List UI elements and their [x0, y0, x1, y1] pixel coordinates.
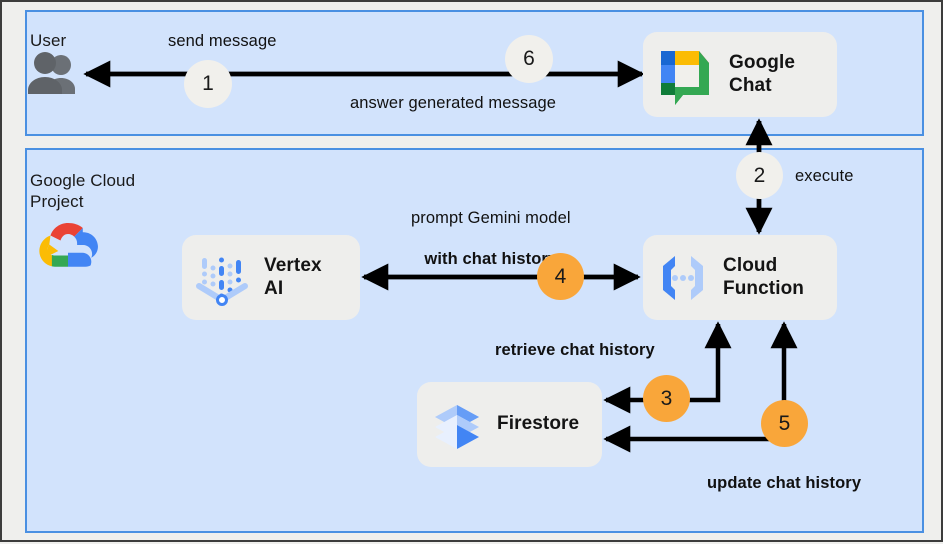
step-badge-6: 6 — [505, 35, 553, 83]
label-retrieve-chat-history: retrieve chat history — [495, 341, 655, 359]
people-icon — [26, 52, 80, 94]
firestore-icon — [429, 397, 485, 453]
zone-user-title: User — [30, 31, 67, 50]
step-badge-4: 4 — [537, 253, 584, 300]
label-send-message: send message — [168, 32, 277, 50]
node-vertex-ai[interactable]: Vertex AI — [182, 235, 360, 320]
label-update-chat-history: update chat history — [707, 474, 862, 492]
node-google-chat-label: Google Chat — [729, 52, 796, 96]
label-prompt-gemini: prompt Gemini model with chat history — [411, 187, 571, 290]
google-cloud-icon — [38, 220, 98, 272]
node-vertex-ai-label: Vertex AI — [264, 255, 322, 299]
label-answer-generated-message: answer generated message — [350, 94, 557, 112]
zone-gcp-title: Google Cloud Project — [30, 171, 136, 212]
node-google-chat[interactable]: Google Chat — [643, 32, 837, 117]
step-badge-3: 3 — [643, 375, 690, 422]
node-firestore[interactable]: Firestore — [417, 382, 602, 467]
label-prompt-gemini-line1: prompt Gemini model — [411, 208, 571, 227]
label-execute: execute — [795, 167, 854, 185]
step-badge-2: 2 — [736, 152, 783, 199]
vertex-ai-icon — [192, 248, 252, 308]
google-chat-icon — [653, 43, 717, 107]
label-prompt-gemini-line2: with chat history — [424, 249, 558, 268]
node-firestore-label: Firestore — [497, 413, 580, 435]
node-cloud-function[interactable]: Cloud Function — [643, 235, 837, 320]
cloud-function-icon — [653, 248, 713, 308]
step-badge-5: 5 — [761, 400, 808, 447]
node-cloud-function-label: Cloud Function — [723, 255, 805, 299]
step-badge-1: 1 — [184, 60, 232, 108]
